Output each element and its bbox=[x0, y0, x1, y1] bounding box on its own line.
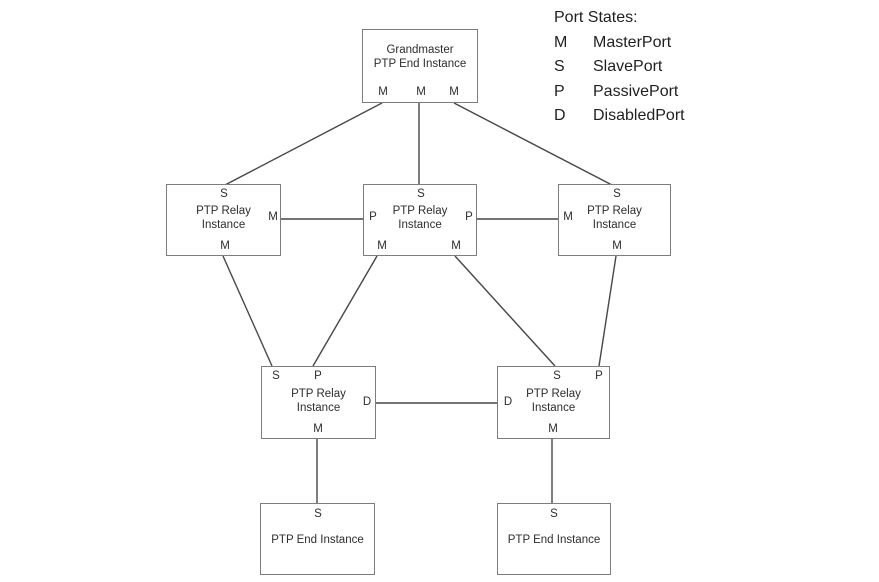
node-grandmaster: Grandmaster PTP End Instance M M M bbox=[362, 29, 478, 103]
node-title: PTP Relay Instance bbox=[262, 387, 375, 415]
end-left-port-slave: S bbox=[314, 508, 322, 520]
node-title-line2: Instance bbox=[531, 402, 576, 414]
legend-row-disabledport: D DisabledPort bbox=[554, 104, 685, 129]
edge-relay-center-to-mid-left bbox=[312, 255, 378, 367]
relay-tr-port-slave: S bbox=[613, 188, 621, 200]
relay-tr-port-master-bottom: M bbox=[612, 240, 622, 252]
relay-mr-port-slave: S bbox=[553, 370, 561, 382]
relay-mr-port-passive: P bbox=[595, 370, 603, 382]
edge-gm-to-relay-top-left bbox=[224, 102, 383, 186]
node-relay-top-left: S PTP Relay Instance M M bbox=[166, 184, 281, 256]
relay-tl-port-slave: S bbox=[220, 188, 228, 200]
legend-name: MasterPort bbox=[593, 33, 672, 51]
legend-row-masterport: M MasterPort bbox=[554, 31, 685, 56]
node-relay-top-center: S PTP Relay Instance P P M M bbox=[363, 184, 477, 256]
legend-row-passiveport: P PassivePort bbox=[554, 80, 685, 105]
relay-tc-port-master-bottom-right: M bbox=[451, 240, 461, 252]
relay-tl-port-master-right: M bbox=[268, 211, 278, 223]
node-title-line1: PTP Relay bbox=[291, 388, 346, 400]
node-title-line2: Instance bbox=[296, 402, 341, 414]
node-title: PTP Relay Instance bbox=[498, 387, 609, 415]
relay-tr-port-master-left: M bbox=[563, 211, 573, 223]
legend-abbr: M bbox=[554, 33, 568, 51]
node-end-instance-left: S PTP End Instance bbox=[260, 503, 375, 575]
node-title-line1: PTP Relay bbox=[526, 388, 581, 400]
node-title-line2: Instance bbox=[201, 219, 246, 231]
node-title: Grandmaster PTP End Instance bbox=[363, 43, 477, 71]
node-title-line1: Grandmaster bbox=[386, 44, 454, 56]
relay-ml-port-passive: P bbox=[314, 370, 322, 382]
node-end-instance-right: S PTP End Instance bbox=[497, 503, 611, 575]
gm-port-master-center: M bbox=[416, 86, 426, 98]
legend-row-slaveport: S SlavePort bbox=[554, 55, 685, 80]
node-title: PTP Relay Instance bbox=[167, 204, 280, 232]
edge-relay-center-to-mid-right bbox=[454, 255, 556, 367]
legend-abbr: D bbox=[554, 107, 566, 124]
legend-name: DisabledPort bbox=[593, 107, 685, 124]
node-title: PTP Relay Instance bbox=[364, 204, 476, 232]
relay-ml-port-slave: S bbox=[272, 370, 280, 382]
end-right-port-slave: S bbox=[550, 508, 558, 520]
legend-name: SlavePort bbox=[593, 58, 663, 75]
port-states-legend: Port States: M MasterPort S SlavePort P … bbox=[554, 6, 685, 129]
edge-gm-to-relay-top-right bbox=[453, 102, 613, 186]
node-title: PTP End Instance bbox=[261, 533, 374, 547]
legend-title: Port States: bbox=[554, 9, 638, 26]
node-title-line2: PTP End Instance bbox=[373, 58, 467, 70]
node-title-line1: PTP Relay bbox=[587, 205, 642, 217]
legend-abbr: P bbox=[554, 82, 565, 100]
legend-name: PassivePort bbox=[593, 82, 679, 100]
relay-tc-port-master-bottom-left: M bbox=[377, 240, 387, 252]
node-title-line1: PTP Relay bbox=[196, 205, 251, 217]
node-relay-mid-right: S P PTP Relay Instance D M bbox=[497, 366, 610, 439]
node-title: PTP End Instance bbox=[498, 533, 610, 547]
relay-ml-port-disabled-right: D bbox=[362, 396, 372, 408]
node-title-line2: Instance bbox=[398, 219, 442, 231]
edge-relay-left-to-mid-left bbox=[222, 255, 273, 367]
relay-ml-port-master-bottom: M bbox=[313, 423, 323, 435]
node-relay-top-right: S PTP Relay Instance M M bbox=[558, 184, 671, 256]
node-title: PTP Relay Instance bbox=[559, 204, 670, 232]
gm-port-master-left: M bbox=[378, 86, 388, 98]
relay-tc-port-slave: S bbox=[417, 188, 425, 200]
node-title-line1: PTP End Instance bbox=[271, 534, 364, 546]
edge-relay-right-to-mid-right bbox=[598, 255, 617, 367]
node-title-line1: PTP End Instance bbox=[507, 534, 601, 546]
gm-port-master-right: M bbox=[449, 86, 459, 98]
relay-tc-port-passive-left: P bbox=[369, 211, 377, 223]
relay-tc-port-passive-right: P bbox=[465, 211, 473, 223]
node-title-line1: PTP Relay bbox=[392, 205, 448, 217]
node-title-line2: Instance bbox=[592, 219, 637, 231]
relay-mr-port-master-bottom: M bbox=[548, 423, 558, 435]
node-relay-mid-left: S P PTP Relay Instance D M bbox=[261, 366, 376, 439]
relay-tl-port-master-bottom: M bbox=[220, 240, 230, 252]
legend-abbr: S bbox=[554, 58, 565, 75]
relay-mr-port-disabled-left: D bbox=[503, 396, 513, 408]
